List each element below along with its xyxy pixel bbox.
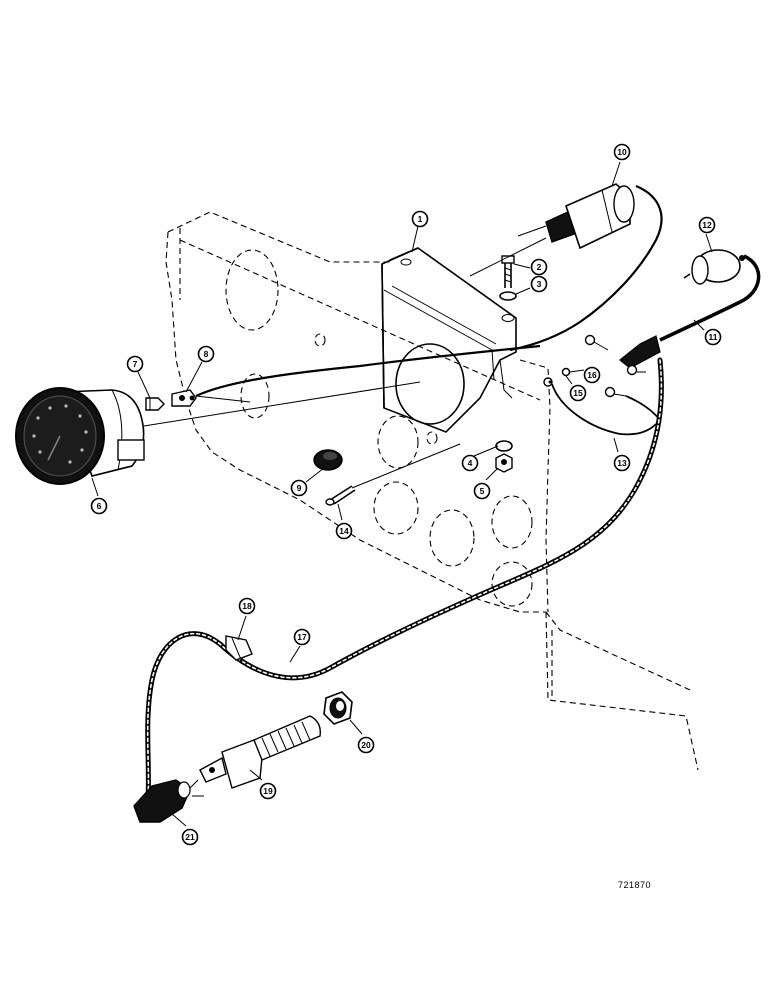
ignition-switch (517, 183, 635, 250)
engine-block-phantom-outline (165, 211, 699, 771)
callout-21: 21 (181, 828, 199, 846)
callout-12: 12 (698, 216, 716, 234)
cable-clip (225, 635, 253, 663)
callout-21-label: 21 (185, 832, 195, 842)
callout-10-label: 10 (617, 147, 627, 157)
callout-1-label: 1 (418, 214, 423, 224)
callout-15: 15 (569, 384, 587, 402)
callout-20-label: 20 (361, 740, 371, 750)
callout-9: 9 (290, 479, 308, 497)
callout-3-label: 3 (537, 279, 542, 289)
callout-2-label: 2 (537, 262, 542, 272)
tach-drive-adapter (199, 715, 321, 789)
rubber-grommet (313, 449, 343, 471)
callout-6-label: 6 (97, 501, 102, 511)
wire-13b (625, 395, 661, 421)
callout-4: 4 (461, 454, 479, 472)
callout-13: 13 (613, 454, 631, 472)
screw-projection-line (351, 443, 461, 489)
callout-6: 6 (90, 497, 108, 515)
harness-sleeve (619, 335, 661, 369)
switch-wire (509, 184, 663, 352)
callout-12-label: 12 (702, 220, 712, 230)
callout-13-label: 13 (617, 458, 627, 468)
wire-13 (551, 383, 657, 436)
callout-18: 18 (238, 597, 256, 615)
mounting-screw (325, 485, 356, 506)
cable-end-fitting (133, 779, 204, 823)
bracket-washer (499, 291, 517, 301)
callout-19-label: 19 (263, 786, 273, 796)
callout-3: 3 (530, 275, 548, 293)
bracket-bolt (501, 255, 515, 288)
callout-18-label: 18 (242, 601, 252, 611)
gauge-lamp (145, 397, 165, 411)
callout-16: 16 (583, 366, 601, 384)
tachometer-gauge (15, 387, 145, 485)
wire-terminals (543, 334, 646, 398)
callout-9-label: 9 (297, 483, 302, 493)
callout-7-label: 7 (133, 359, 138, 369)
callout-11-label: 11 (709, 332, 718, 342)
switch-projection-line (469, 237, 547, 277)
callout-5-label: 5 (480, 486, 485, 496)
callout-10: 10 (613, 143, 631, 161)
callout-5: 5 (473, 482, 491, 500)
callout-14-label: 14 (339, 526, 349, 536)
gauge-mounting-bracket (381, 247, 517, 433)
sender-harness (659, 254, 761, 342)
callout-leaders (91, 161, 713, 827)
adapter-nut (323, 691, 353, 725)
callout-7: 7 (126, 355, 144, 373)
callout-14: 14 (335, 522, 353, 540)
callout-2: 2 (530, 258, 548, 276)
lamp-socket (171, 389, 197, 407)
callout-8-label: 8 (204, 349, 209, 359)
figure-number: 721870 (618, 880, 652, 890)
callout-1: 1 (411, 210, 429, 228)
hex-nut (495, 453, 513, 473)
callout-16-label: 16 (587, 370, 597, 380)
callout-15-label: 15 (573, 388, 583, 398)
callout-17-label: 17 (297, 632, 307, 642)
tachometer-cable (145, 357, 664, 803)
callout-11: 11 (704, 328, 722, 346)
callout-4-label: 4 (468, 458, 473, 468)
callout-20: 20 (357, 736, 375, 754)
callout-8: 8 (197, 345, 215, 363)
callout-17: 17 (293, 628, 311, 646)
projection-lines (143, 381, 421, 427)
lamp-wire (195, 344, 541, 397)
lock-washer (495, 440, 513, 452)
pressure-sender (683, 249, 745, 285)
callout-19: 19 (259, 782, 277, 800)
